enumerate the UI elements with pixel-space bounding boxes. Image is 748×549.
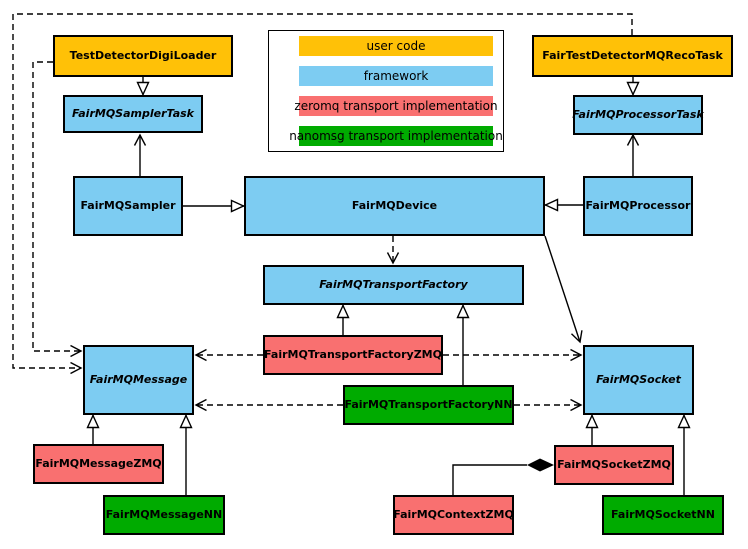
node-fairmqmessage: FairMQMessage <box>83 345 194 415</box>
legend-item-framework: framework <box>299 66 493 86</box>
node-fairmqsamplertask: FairMQSamplerTask <box>63 95 203 133</box>
legend-item-nanomsg: nanomsg transport implementation <box>289 126 503 146</box>
edge-recotask-message <box>12 13 633 375</box>
node-fairmqsocketnn: FairMQSocketNN <box>602 495 724 535</box>
legend: user code framework zeromq transport imp… <box>268 30 504 152</box>
node-fairmqcontextzmq: FairMQContextZMQ <box>393 495 514 535</box>
node-fairmqsocket: FairMQSocket <box>583 345 694 415</box>
node-fairmqprocessortask: FairMQProcessorTask <box>572 95 704 135</box>
edge-device-socket <box>544 235 583 344</box>
node-fairmqtransportfactoryzmq: FairMQTransportFactoryZMQ <box>263 335 443 375</box>
node-fairmqmessagenn: FairMQMessageNN <box>103 495 225 535</box>
node-fairmqtransportfactorynn: FairMQTransportFactoryNN <box>343 385 514 425</box>
node-fairmqmessagezmq: FairMQMessageZMQ <box>33 444 164 484</box>
legend-item-user-code: user code <box>299 36 493 56</box>
node-fairmqprocessor: FairMQProcessor <box>583 176 693 236</box>
composition-diamond-icon <box>527 458 554 472</box>
node-fairtestdetectormqrecotask: FairTestDetectorMQRecoTask <box>532 35 733 77</box>
node-fairmqdevice: FairMQDevice <box>244 176 545 236</box>
legend-item-zeromq: zeromq transport implementation <box>294 96 498 116</box>
edge-digiloader-message <box>32 61 83 358</box>
edge-ctxzmq-sockzmq <box>452 464 527 495</box>
node-testdetectordigiloader: TestDetectorDigiLoader <box>53 35 233 77</box>
node-fairmqtransportfactory: FairMQTransportFactory <box>263 265 524 305</box>
node-fairmqsocketzmq: FairMQSocketZMQ <box>554 445 674 485</box>
node-fairmqsampler: FairMQSampler <box>73 176 183 236</box>
